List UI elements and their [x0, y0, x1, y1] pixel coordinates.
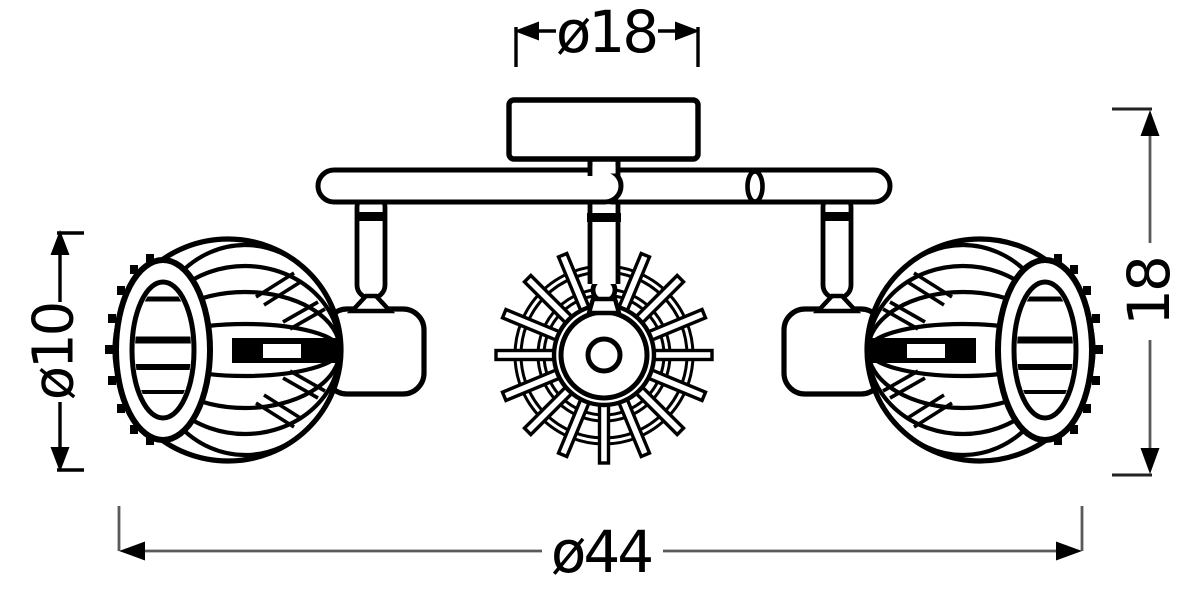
bar-swivel-joint	[745, 169, 765, 204]
stem-joint-band	[587, 213, 621, 222]
dimension-fixture-width: ø44	[117, 506, 1084, 586]
arrow-up-icon	[50, 230, 70, 255]
dimension-shade-diameter: ø10	[22, 230, 87, 472]
arrow-left-icon	[119, 541, 145, 561]
right-spotlight	[784, 194, 1103, 461]
dimension-fixture-height: 18	[1112, 107, 1183, 477]
left-spotlight	[105, 194, 424, 461]
arrow-up-icon	[1140, 110, 1160, 136]
mounting-bar	[315, 159, 893, 205]
arrow-down-icon	[1140, 448, 1160, 474]
dim-label-height: 18	[1115, 258, 1183, 326]
arrow-left-icon	[514, 21, 539, 41]
dim-label-canopy: ø18	[556, 0, 656, 66]
swivel-neck	[586, 296, 622, 316]
bar-right-arm	[593, 167, 893, 205]
ceiling-canopy-plate	[506, 97, 701, 162]
dim-label-shade: ø10	[22, 304, 87, 401]
dimension-canopy-diameter: ø18	[514, 0, 700, 67]
cage-hub-hole	[585, 336, 623, 374]
arrow-right-icon	[675, 21, 700, 41]
dim-label-width: ø44	[551, 518, 651, 586]
bar-left-arm	[315, 167, 624, 205]
arrow-right-icon	[1056, 541, 1082, 561]
arrow-down-icon	[50, 447, 70, 472]
